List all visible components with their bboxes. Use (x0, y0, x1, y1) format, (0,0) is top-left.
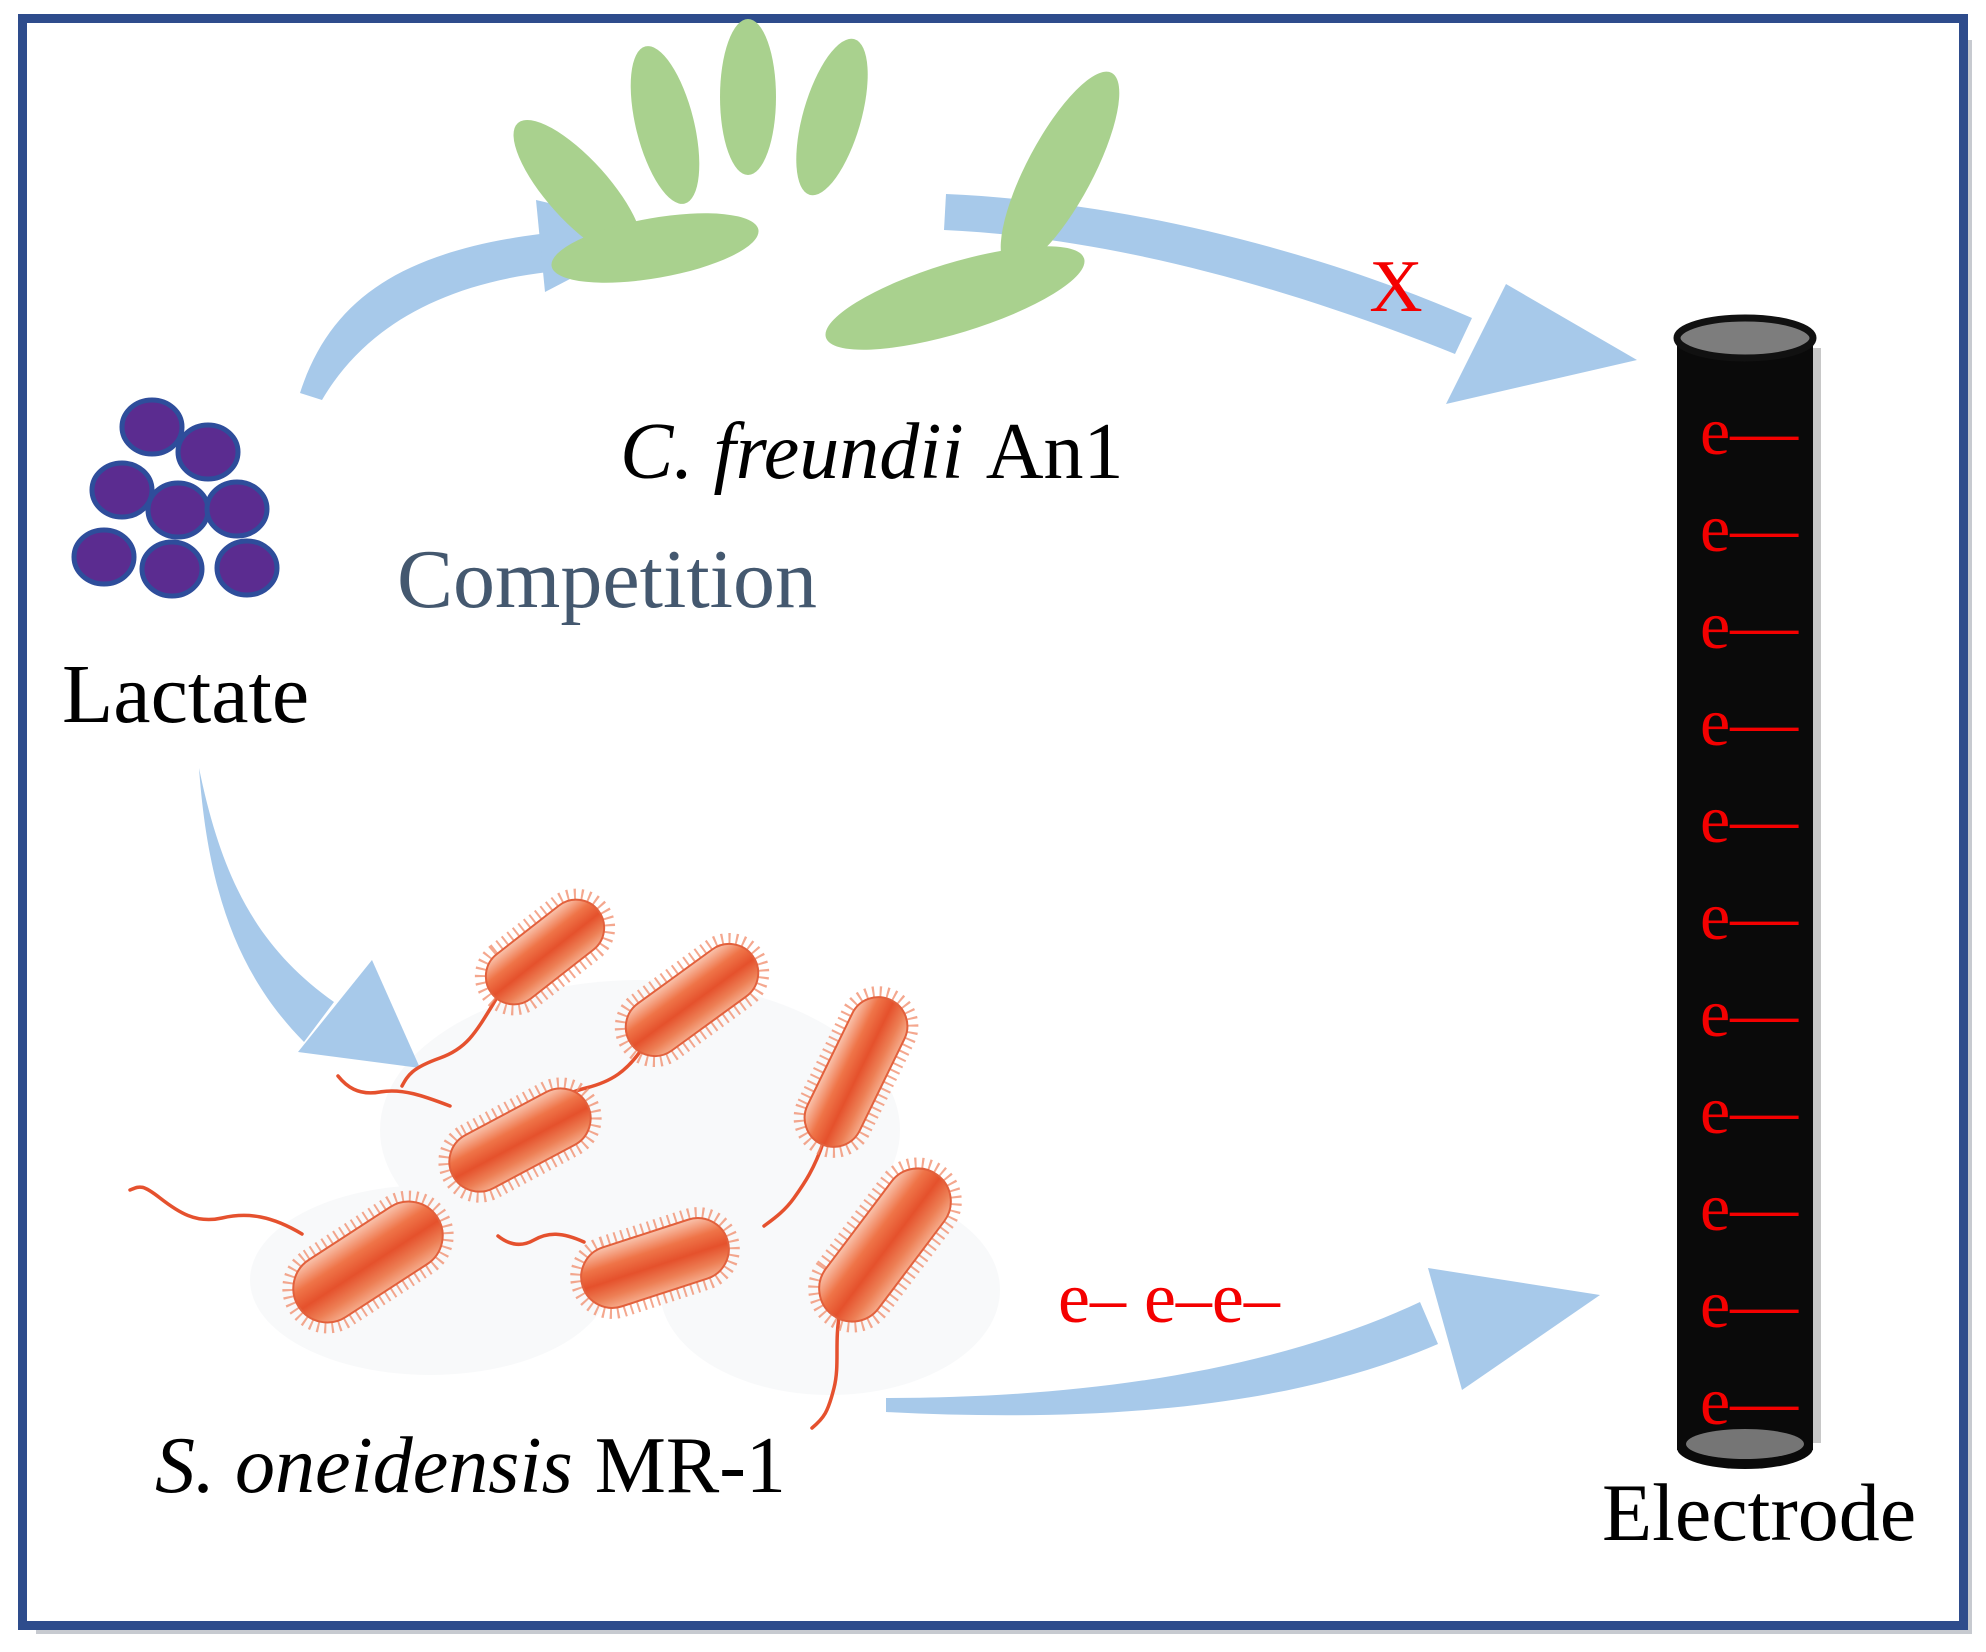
electron-label: e— (1700, 1072, 1799, 1148)
green-cell (720, 19, 776, 175)
electron-label: e— (1700, 1363, 1799, 1439)
red-cell (570, 1207, 740, 1319)
electron-label: e— (1700, 587, 1799, 663)
arrow-shaft (886, 1302, 1438, 1416)
pili-fuzz (282, 1190, 454, 1334)
green-cell (630, 46, 700, 204)
arrow-lactate-to-soneidensis (199, 768, 420, 1068)
electrode-label: Electrode (1602, 1467, 1916, 1558)
soneidensis-species: S. oneidensis (155, 1422, 573, 1510)
electron-label: e— (1700, 878, 1799, 954)
red-cell (808, 1157, 962, 1333)
electrode-body (1677, 338, 1813, 1450)
arrow-head (298, 960, 420, 1068)
cell-body (292, 1200, 444, 1324)
soneidensis-strain: MR-1 (595, 1422, 786, 1510)
flagella (128, 994, 842, 1430)
cell-body (803, 996, 909, 1148)
competition-label: Competition (397, 533, 817, 626)
cell-body (484, 898, 606, 1006)
cell-body (818, 1167, 952, 1323)
lactate-molecule (71, 527, 137, 587)
electrode-edge-highlight (1813, 348, 1821, 1443)
flagellum (762, 1138, 826, 1228)
pili-fuzz (808, 1157, 962, 1333)
cfreundii-cells (513, 19, 1120, 350)
cfreundii-strain: An1 (986, 408, 1124, 496)
arrow-head (1446, 284, 1637, 404)
red-cell (614, 932, 770, 1068)
flagellum (128, 1185, 304, 1236)
figure-border (18, 14, 1968, 1630)
electron-label: e— (1700, 490, 1799, 566)
lactate-molecule (204, 479, 270, 539)
pili-fuzz (438, 1077, 602, 1203)
red-cell (438, 1077, 602, 1203)
arrow-shaft (199, 768, 334, 1042)
electron-label: e— (1700, 684, 1799, 760)
electrode-top-cap (1673, 314, 1817, 362)
red-cell (474, 888, 616, 1016)
arrow-shaft (300, 234, 548, 400)
lactate-molecules (71, 397, 280, 599)
lactate-molecule (89, 460, 155, 520)
flagellum (400, 994, 500, 1088)
electron-label: e— (1700, 393, 1799, 469)
lactate-molecule (145, 480, 211, 540)
wash-blob (380, 980, 900, 1280)
pili-fuzz (474, 888, 616, 1016)
lactate-label: Lactate (62, 648, 309, 741)
green-cell (551, 213, 759, 283)
electron-labels: e— e— e— e— e— e— e— e— e— e— e— (1700, 393, 1799, 1439)
cell-body (448, 1087, 592, 1193)
red-cell (282, 1190, 454, 1334)
arrow-cfreundii-to-electrode (944, 194, 1637, 404)
arrow-soneidensis-to-electrode (886, 1268, 1600, 1416)
flagellum (336, 1074, 452, 1108)
green-cell (513, 119, 643, 261)
arrow-head (1428, 1268, 1600, 1390)
electron-label: e— (1700, 975, 1799, 1051)
frame-shadow (36, 40, 1972, 1634)
green-cell (825, 246, 1085, 350)
flagellum (496, 1232, 586, 1247)
green-cell (796, 38, 868, 196)
green-cell (1000, 71, 1120, 269)
arrows (199, 194, 1637, 1416)
electron-label: e— (1700, 1169, 1799, 1245)
lactate-molecule (119, 397, 185, 457)
electron-flow-label: e– e–e– (1058, 1258, 1281, 1338)
blocked-x-mark: X (1369, 246, 1422, 328)
cell-body (624, 942, 760, 1058)
lactate-molecule (175, 422, 241, 482)
electron-label: e— (1700, 781, 1799, 857)
lactate-molecule (214, 538, 280, 598)
lactate-molecule (139, 539, 205, 599)
flagellum (810, 1310, 842, 1430)
cfreundii-species: C. freundii (620, 408, 964, 496)
electrode-bottom-cap (1686, 1429, 1804, 1459)
arrow-shaft (944, 194, 1472, 354)
electrode: e— e— e— e— e— e— e— e— e— e— e— (1673, 314, 1821, 1469)
cell-body (580, 1217, 730, 1309)
electron-label: e— (1700, 1266, 1799, 1342)
pili-fuzz (570, 1207, 740, 1319)
